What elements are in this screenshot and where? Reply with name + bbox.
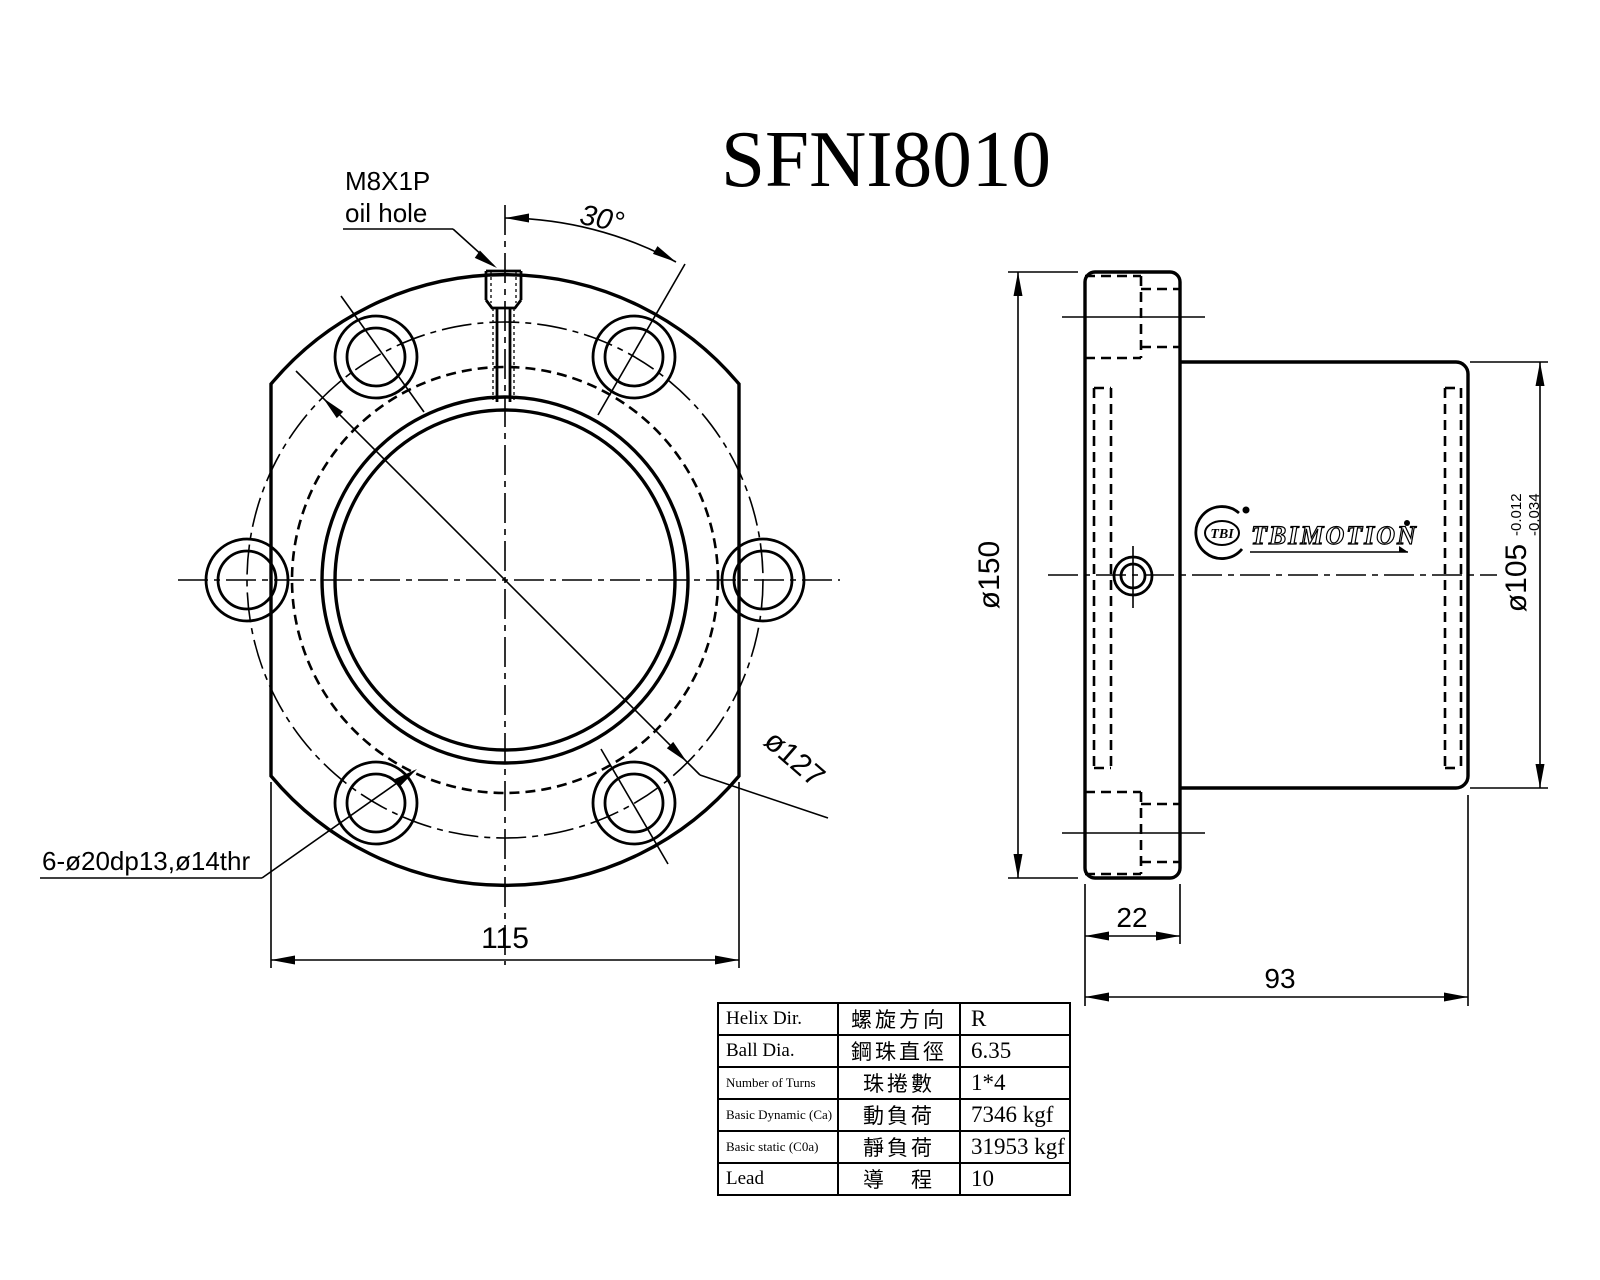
- flange-thickness-dimension: 22: [1084, 884, 1181, 1006]
- spec-zh: 鋼珠直徑: [837, 1034, 961, 1068]
- bolt-hole-bottom-right: [591, 748, 677, 865]
- logo-badge-ellipse: [1204, 520, 1240, 546]
- bolt-hole-top-right: [591, 314, 677, 400]
- logo-registered-dot-1: [1242, 506, 1250, 514]
- side-view: TBI TBIMOTION ø150 22: [973, 270, 1548, 1006]
- spec-zh: 靜負荷: [837, 1130, 961, 1164]
- spec-value: R: [959, 1002, 1071, 1036]
- drawing-title: SFNI8010: [721, 116, 1051, 204]
- front-view: M8X1P oil hole 30° ø127 6-ø20dp13,ø14thr: [40, 166, 840, 968]
- flange-outline: [269, 273, 741, 887]
- oil-hole-spec-label: M8X1P: [345, 166, 430, 196]
- oil-hole-side: [1112, 546, 1154, 608]
- bolt-hole-callout: 6-ø20dp13,ø14thr: [40, 765, 420, 879]
- bolt-hole-callout-text: 6-ø20dp13,ø14thr: [42, 846, 250, 876]
- logo-c-ring: [1194, 505, 1244, 560]
- spec-value: 6.35: [959, 1034, 1071, 1068]
- spec-en: Helix Dir.: [717, 1002, 839, 1036]
- brand-logo: TBI TBIMOTION: [1194, 505, 1418, 560]
- table-row: Helix Dir. 螺旋方向 R: [717, 1002, 1071, 1036]
- pilot-tolerance-upper: -0.012: [1508, 493, 1525, 536]
- flange-width-dimension: 115: [270, 782, 740, 968]
- flange-width-value: 115: [481, 922, 529, 955]
- internal-groove-hidden-right: [1443, 386, 1463, 770]
- flange-diameter-value: ø150: [973, 541, 1006, 609]
- table-row: Lead 導 程 10: [717, 1162, 1071, 1196]
- logo-registered-dot-2: [1404, 520, 1410, 526]
- table-row: Basic static (C0a) 靜負荷 31953 kgf: [717, 1130, 1071, 1164]
- pilot-diameter-dimension: ø105 -0.012 -0.034: [1470, 361, 1548, 789]
- angle-value: 30°: [577, 199, 627, 239]
- bolt-hole-left: [204, 537, 290, 623]
- spec-table: Helix Dir. 螺旋方向 R Ball Dia. 鋼珠直徑 6.35 Nu…: [717, 1002, 1071, 1196]
- spec-en: Lead: [717, 1162, 839, 1196]
- spec-zh: 動負荷: [837, 1098, 961, 1132]
- bolt-circle-diameter-value: ø127: [758, 724, 831, 794]
- spec-en: Basic static (C0a): [717, 1130, 839, 1164]
- overall-length-dimension: 93: [1085, 795, 1469, 1006]
- table-row: Basic Dynamic (Ca) 動負荷 7346 kgf: [717, 1098, 1071, 1132]
- logo-badge-text: TBI: [1210, 527, 1234, 542]
- bolt-hole-bottom-left: [333, 760, 419, 846]
- spec-value: 7346 kgf: [959, 1098, 1071, 1132]
- overall-length-value: 93: [1264, 963, 1295, 994]
- bolt-hole-right: [720, 537, 806, 623]
- oil-hole-text-label: oil hole: [345, 198, 427, 228]
- spec-value: 10: [959, 1162, 1071, 1196]
- spec-en: Basic Dynamic (Ca): [717, 1098, 839, 1132]
- flange-thickness-value: 22: [1116, 902, 1147, 933]
- pilot-diameter-value: ø105: [1500, 544, 1533, 612]
- spec-value: 31953 kgf: [959, 1130, 1071, 1164]
- bolt-hole-top-left: [333, 295, 425, 413]
- flange-diameter-dimension: ø150: [973, 271, 1078, 879]
- oil-hole-callout: M8X1P oil hole: [343, 166, 500, 272]
- pilot-tolerance-lower: -0.034: [1526, 493, 1543, 536]
- table-row: Ball Dia. 鋼珠直徑 6.35: [717, 1034, 1071, 1068]
- spec-zh: 螺旋方向: [837, 1002, 961, 1036]
- spec-en: Number of Turns: [717, 1066, 839, 1100]
- spec-en: Ball Dia.: [717, 1034, 839, 1068]
- internal-groove-hidden-left: [1092, 386, 1113, 770]
- bolt-hole-side-top: [1062, 274, 1205, 360]
- angle-dimension: 30°: [504, 199, 686, 416]
- spec-zh: 導 程: [837, 1162, 961, 1196]
- oil-hole-detail: [484, 269, 523, 402]
- spec-zh: 珠捲數: [837, 1066, 961, 1100]
- logo-underline-flag: [1399, 546, 1408, 552]
- table-row: Number of Turns 珠捲數 1*4: [717, 1066, 1071, 1100]
- spec-value: 1*4: [959, 1066, 1071, 1100]
- logo-wordmark: TBIMOTION: [1251, 521, 1418, 550]
- bolt-hole-side-bottom: [1062, 790, 1205, 876]
